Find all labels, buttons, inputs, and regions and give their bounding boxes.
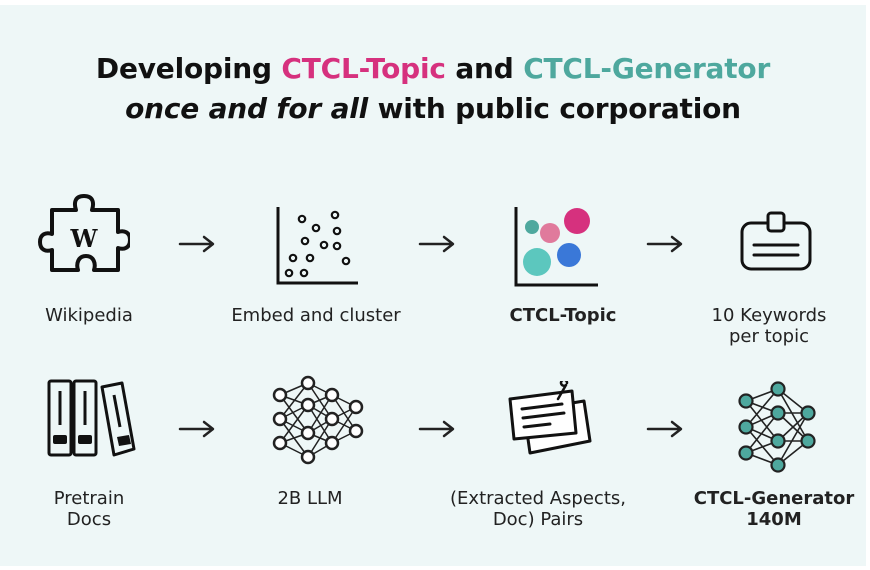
arrow-icon [418,420,455,438]
title-and: and [445,52,524,85]
label-ctcl-topic: CTCL-Topic [509,305,617,326]
neural-network-icon [272,375,364,465]
arrow-icon [178,235,215,253]
note-cards-icon [508,381,592,455]
title-line-2: once and for all with public corporation [0,91,866,127]
title-ctcl-topic: CTCL-Topic [281,52,446,85]
label-extracted-aspects-line2: Doc) Pairs [492,509,584,530]
arrow-icon [418,235,455,253]
label-ctcl-generator-line2: 140M [746,509,802,530]
label-10-keywords-line2: per topic [728,326,809,347]
label-pretrain-docs-line1: Pretrain [53,488,125,509]
puzzle-w-icon: W [38,194,130,272]
title-once-and-for-all: once and for all [125,92,369,125]
arrow-icon [646,420,683,438]
title-ctcl-generator: CTCL-Generator [523,52,771,85]
title-with-public-corporation: with public corporation [368,92,741,125]
label-ctcl-generator-line1: CTCL-Generator [693,488,855,509]
label-10-keywords: 10 Keywords per topic [694,305,844,347]
binders-icon [47,379,136,457]
label-ctcl-generator: CTCL-Generator 140M [684,488,864,530]
arrow-icon [646,235,683,253]
label-pretrain-docs-line2: Docs [66,509,112,530]
title-developing: Developing [95,52,282,85]
small-network-icon [738,381,816,473]
scatter-plot-icon [276,207,358,285]
label-10-keywords-line1: 10 Keywords [711,305,827,326]
id-badge-icon [740,211,812,271]
label-extracted-aspects-line1: (Extracted Aspects, [450,488,626,509]
title-line-1: Developing CTCL-Topic and CTCL-Generator [0,51,866,87]
topic-bubbles-icon [514,207,598,287]
label-pretrain-docs: Pretrain Docs [14,488,164,530]
label-extracted-aspects: (Extracted Aspects, Doc) Pairs [438,488,638,530]
arrow-icon [178,420,215,438]
diagram-canvas: Developing CTCL-Topic and CTCL-Generator… [0,5,866,566]
svg-text:W: W [70,224,99,253]
label-wikipedia: Wikipedia [45,305,133,326]
label-embed-and-cluster: Embed and cluster [231,305,401,326]
label-2b-llm: 2B LLM [277,488,343,509]
